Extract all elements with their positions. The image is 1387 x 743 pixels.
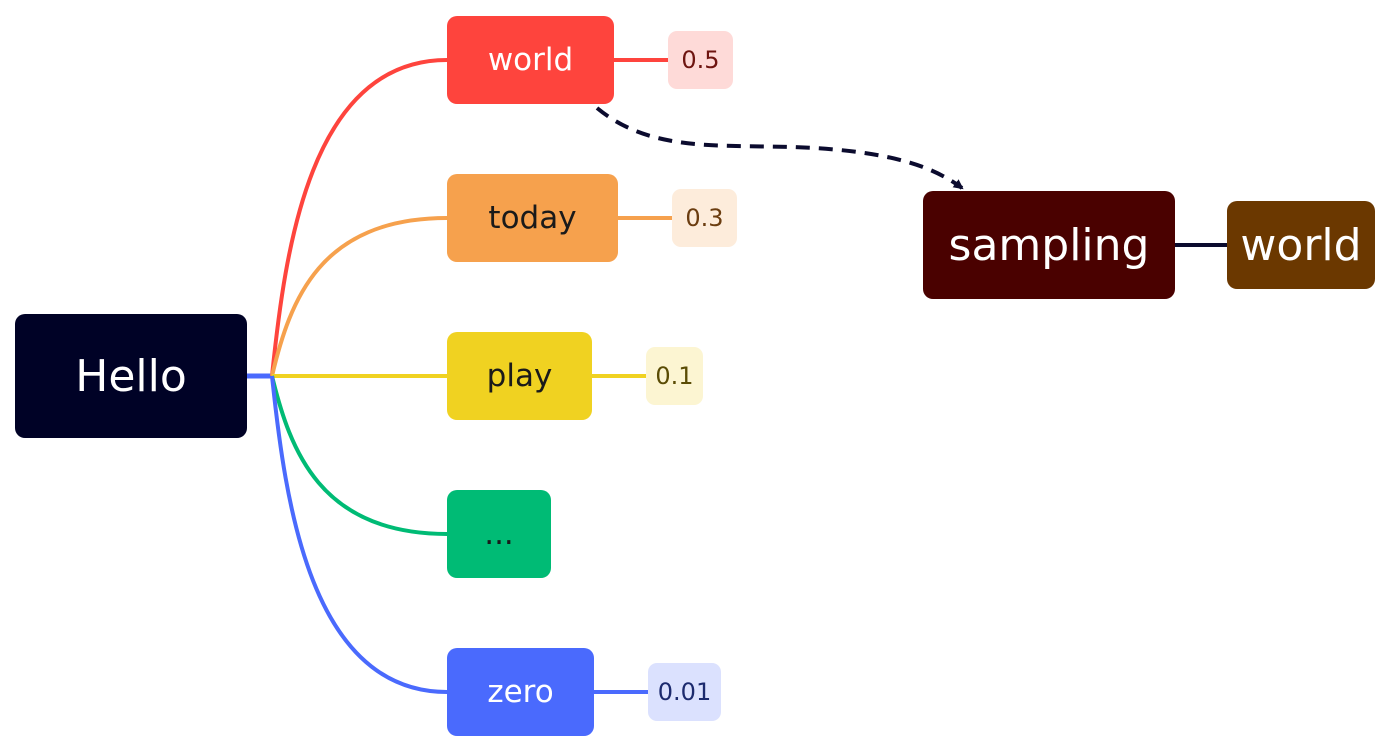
root-node-hello: Hello [15, 314, 247, 438]
edge-today [270, 216, 448, 377]
branch-node-play: play [447, 332, 592, 420]
branch-node-world: world [447, 16, 614, 104]
branch-label-zero: zero [487, 674, 554, 710]
sampled-token-node: world [1227, 201, 1375, 289]
root-label: Hello [75, 350, 187, 402]
edge-zero [270, 375, 448, 694]
probability-value-play: 0.1 [655, 362, 694, 390]
sampling-node: sampling [923, 191, 1175, 299]
probability-value-today: 0.3 [685, 204, 724, 232]
branch-label-play: play [486, 358, 553, 394]
branch-node-zero: zero [447, 648, 594, 736]
probability-value-world: 0.5 [681, 46, 720, 74]
probability-chip-today: 0.3 [672, 189, 737, 247]
edge-ellipsis [270, 375, 448, 536]
branch-node-ellipsis: ... [447, 490, 551, 578]
dashed-sampling-arrow [595, 106, 964, 190]
branch-node-today: today [447, 174, 618, 262]
edge-world [270, 58, 448, 377]
probability-chip-play: 0.1 [646, 347, 703, 405]
probability-chip-zero: 0.01 [648, 663, 721, 721]
branch-label-ellipsis: ... [484, 516, 514, 552]
branch-label-world: world [487, 42, 574, 78]
branch-label-today: today [488, 200, 577, 236]
probability-value-zero: 0.01 [657, 678, 712, 706]
probability-chip-world: 0.5 [668, 31, 733, 89]
sampling-label: sampling [948, 219, 1150, 271]
sampled-token-label: world [1240, 219, 1362, 271]
